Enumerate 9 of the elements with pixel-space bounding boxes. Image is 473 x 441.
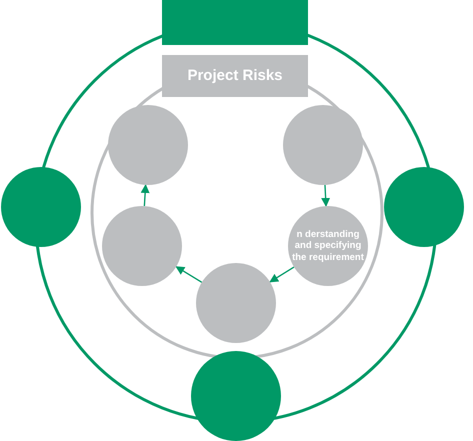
arrow — [175, 266, 202, 283]
circle-node — [102, 206, 182, 286]
rectangle-node — [162, 55, 308, 97]
rectangle-node — [162, 0, 308, 44]
node-label: n derstanding and specifying the requirement — [291, 228, 365, 264]
arrow — [140, 184, 150, 206]
arrow — [321, 184, 330, 207]
node-label: Project Risks — [187, 67, 283, 85]
arrow — [269, 266, 294, 282]
